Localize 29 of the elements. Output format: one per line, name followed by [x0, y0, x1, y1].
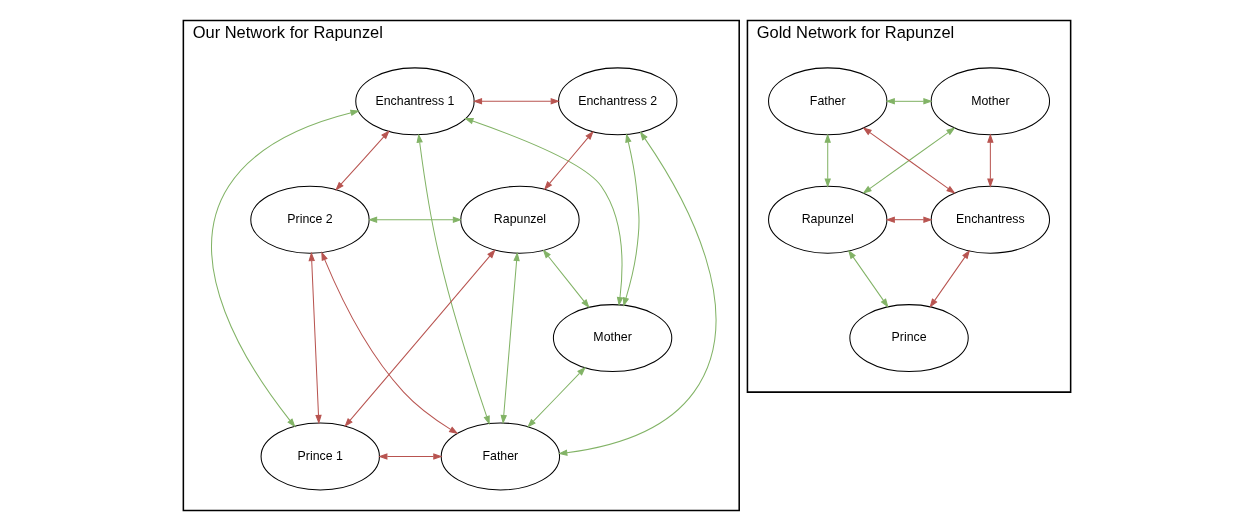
arrow — [823, 133, 831, 188]
node-ellipse: Father — [440, 422, 560, 491]
arrow — [210, 109, 360, 428]
arrow — [308, 251, 322, 425]
node-ellipse: Prince 2 — [249, 185, 370, 254]
node-ellipse: Mother — [552, 304, 672, 373]
arrow — [543, 130, 594, 191]
arrow — [463, 118, 623, 307]
arrow — [885, 216, 933, 223]
arrow — [367, 216, 462, 223]
arrow — [320, 251, 458, 435]
arrow — [377, 453, 443, 460]
arrow — [472, 98, 560, 105]
arrow — [885, 98, 933, 105]
arrow — [928, 249, 970, 308]
node-ellipse: Rapunzel — [459, 185, 580, 254]
arrow — [416, 133, 490, 426]
arrow — [526, 366, 586, 428]
arrow — [847, 249, 889, 308]
arrow — [334, 130, 390, 191]
node-ellipse: Enchantress 2 — [557, 67, 677, 136]
arrow — [500, 251, 520, 425]
node-ellipse: Prince 1 — [260, 422, 380, 491]
arrow — [622, 133, 639, 307]
node-ellipse: Prince — [848, 304, 969, 373]
arrow — [542, 249, 590, 309]
arrow — [557, 131, 716, 456]
arrow — [343, 249, 496, 428]
arrow — [986, 133, 994, 188]
